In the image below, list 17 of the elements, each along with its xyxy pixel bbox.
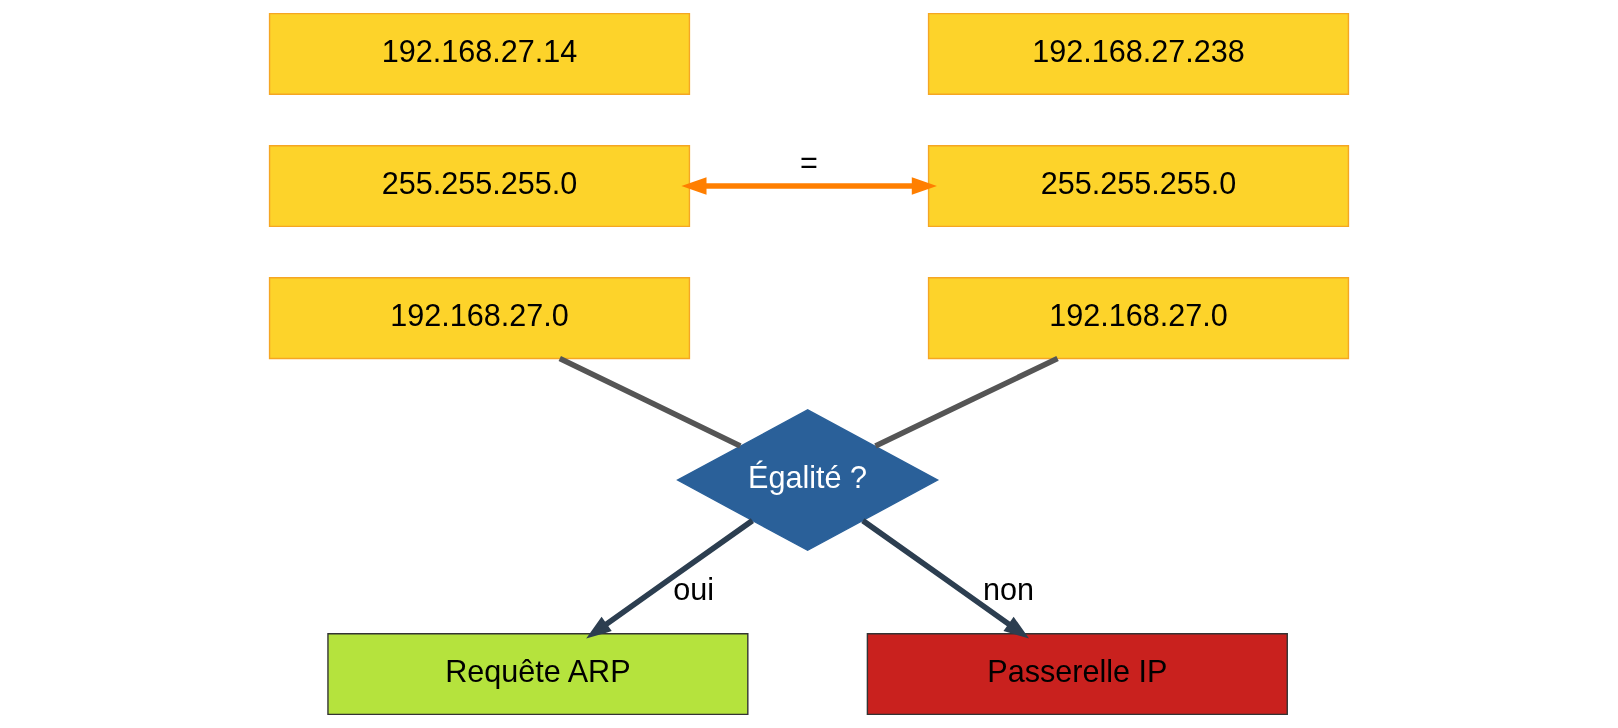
node-box: 192.168.27.0 <box>268 277 691 360</box>
node-box: 192.168.27.238 <box>927 12 1350 95</box>
edge-label: non <box>982 571 1035 606</box>
arrow <box>586 518 754 639</box>
edge-label: = <box>800 144 818 179</box>
node-box: 255.255.255.0 <box>927 145 1350 228</box>
arrow <box>681 177 937 195</box>
node-box: 192.168.27.0 <box>927 277 1350 360</box>
arrow <box>861 518 1030 639</box>
node-box: 255.255.255.0 <box>268 145 691 228</box>
edge-label: oui <box>673 571 715 606</box>
node-box: Passerelle IP <box>866 633 1288 716</box>
connector <box>558 355 742 449</box>
connector <box>874 355 1059 449</box>
node-box: 192.168.27.14 <box>268 12 691 95</box>
node-diamond: Égalité ? <box>676 409 940 552</box>
node-box: Requête ARP <box>327 633 749 716</box>
